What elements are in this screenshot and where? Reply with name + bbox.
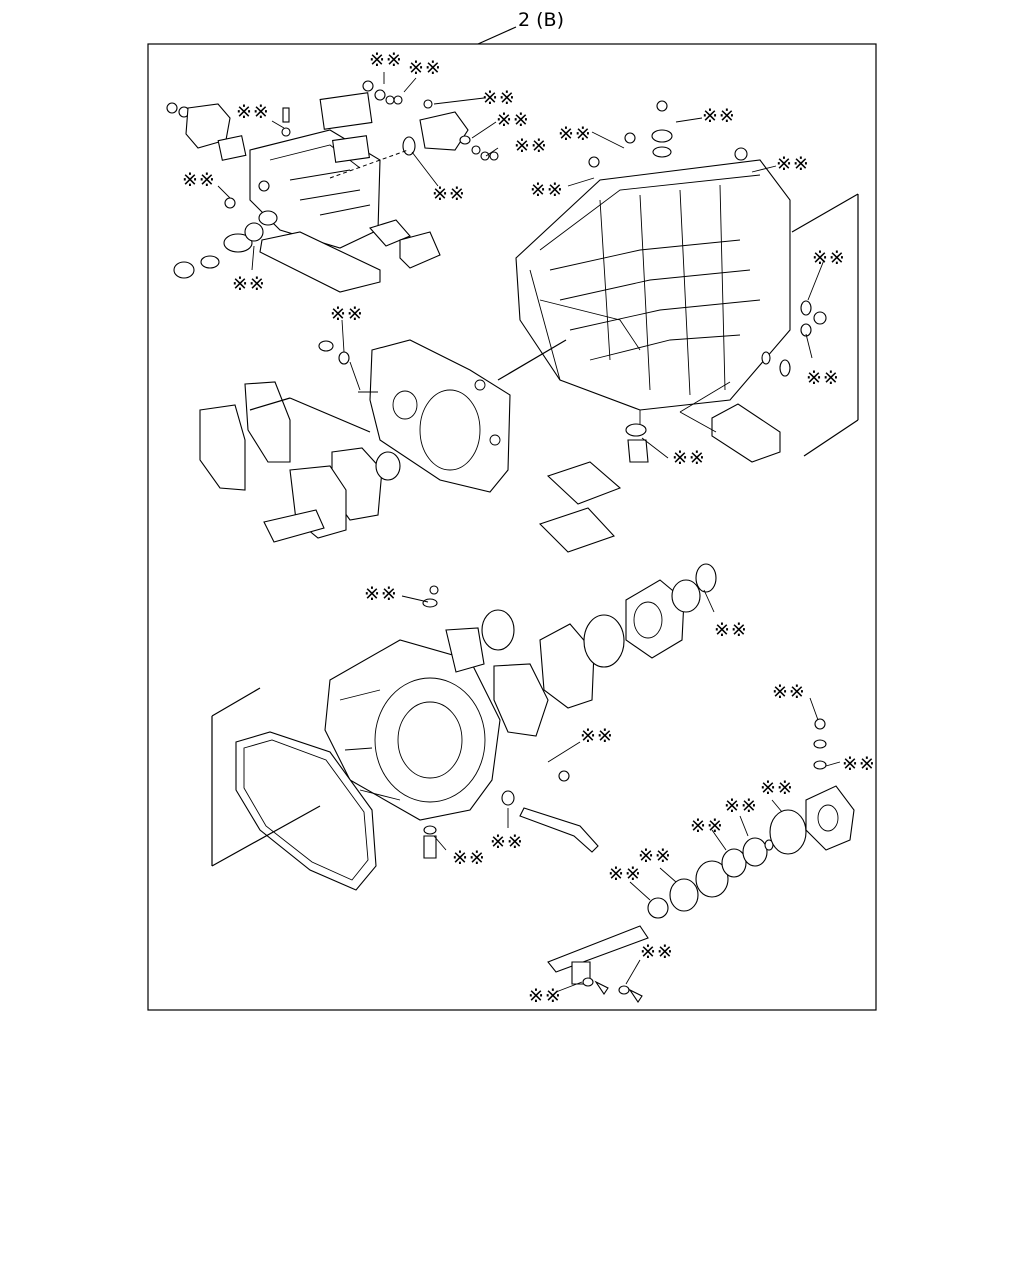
diagram-title: 2 (B) bbox=[518, 9, 564, 31]
callout-label: ※※ bbox=[702, 105, 736, 127]
clutch-housing-assembly bbox=[324, 563, 717, 859]
callout-label: ※※ bbox=[432, 183, 466, 205]
leader-lines bbox=[217, 72, 841, 993]
transmission-case bbox=[497, 100, 827, 463]
callout-label: ※※ bbox=[638, 845, 672, 867]
callout-label: ※※ bbox=[806, 367, 840, 389]
callout-label: ※※ bbox=[482, 87, 516, 109]
callout-label: ※※ bbox=[364, 583, 398, 605]
right-bracket-lines bbox=[679, 193, 859, 457]
callout-label: ※※ bbox=[690, 815, 724, 837]
shift-housing-assembly bbox=[166, 80, 499, 293]
callout-label: ※※ bbox=[724, 795, 758, 817]
callout-label: ※※ bbox=[558, 123, 592, 145]
callout-label: ※※ bbox=[530, 179, 564, 201]
callout-label: ※※ bbox=[408, 57, 442, 79]
callout-label: ※※ bbox=[772, 681, 806, 703]
callout-label: ※※ bbox=[236, 101, 270, 123]
callout-label: ※※ bbox=[330, 303, 364, 325]
callout-label: ※※ bbox=[608, 863, 642, 885]
callout-label: ※※ bbox=[496, 109, 530, 131]
mid-gaskets bbox=[538, 461, 622, 553]
callout-label: ※※ bbox=[760, 777, 794, 799]
callout-label: ※※ bbox=[776, 153, 810, 175]
callout-label: ※※ bbox=[452, 847, 486, 869]
callout-label: ※※ bbox=[580, 725, 614, 747]
callout-label: ※※ bbox=[812, 247, 846, 269]
callout-label: ※※ bbox=[714, 619, 748, 641]
front-cover-assembly bbox=[199, 339, 511, 543]
callout-label: ※※ bbox=[514, 135, 548, 157]
shaft-and-seals bbox=[547, 718, 855, 1003]
callout-label: ※※ bbox=[182, 169, 216, 191]
callout-label: ※※ bbox=[232, 273, 266, 295]
callout-label: ※※ bbox=[842, 753, 876, 775]
callout-label: ※※ bbox=[369, 49, 403, 71]
callout-label: ※※ bbox=[640, 941, 674, 963]
callout-label: ※※ bbox=[672, 447, 706, 469]
callout-labels: ※※ ※※ ※※ ※※ ※※ ※※ ※※ ※※ ※※ ※※ ※※ ※※ ※※ ※… bbox=[182, 49, 876, 1007]
title-leader-line bbox=[477, 26, 517, 45]
flywheel-gasket bbox=[211, 687, 377, 891]
callout-label: ※※ bbox=[490, 831, 524, 853]
callout-label: ※※ bbox=[528, 985, 562, 1007]
diagram-frame bbox=[147, 43, 877, 1011]
